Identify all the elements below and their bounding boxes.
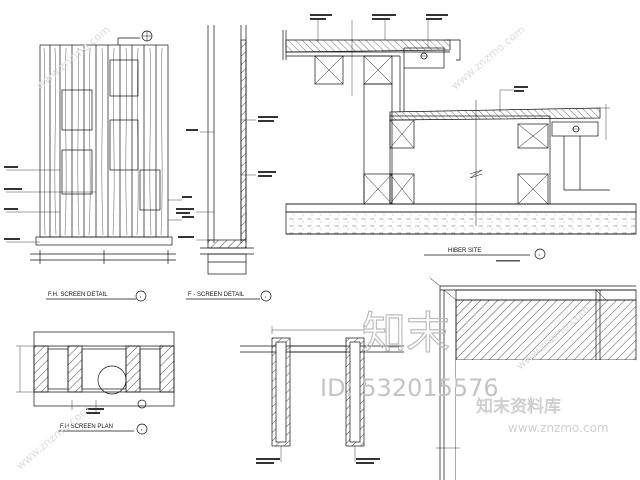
title-elevation: F.H. SCREEN DETAIL 1 bbox=[46, 290, 147, 302]
leader-labels-plan bbox=[86, 408, 104, 414]
title-section-no: 1 bbox=[265, 295, 267, 299]
title-plan-no: 1 bbox=[141, 428, 143, 432]
watermark-brand-cn: 知末 bbox=[362, 308, 450, 359]
title-elevation-no: 1 bbox=[140, 295, 142, 299]
view-partition-plan bbox=[240, 326, 404, 462]
watermark-url: www.znzmo.com bbox=[508, 421, 609, 435]
view-counter-section bbox=[282, 20, 637, 235]
title-counter: HIBER SITE 1 bbox=[424, 248, 546, 262]
title-counter-label: HIBER SITE bbox=[448, 248, 481, 254]
view-screen-plan bbox=[16, 331, 175, 412]
leader-labels-section bbox=[176, 116, 278, 238]
watermark-diag-3: www.znzmo.com bbox=[14, 403, 93, 472]
view-screen-elevation bbox=[6, 30, 182, 264]
title-plan-label: F.H SCREEN PLAN bbox=[60, 424, 113, 430]
watermark-site-cn: 知末资料库 bbox=[475, 396, 561, 417]
watermark-diag-1: www.znzmo.com bbox=[34, 23, 113, 92]
view-floor-corner bbox=[429, 277, 637, 480]
leader-labels-elevation bbox=[4, 166, 194, 240]
title-elevation-label: F.H. SCREEN DETAIL bbox=[48, 292, 108, 298]
watermark-diag-2: www.znzmo.com bbox=[449, 23, 528, 92]
watermark-id: ID: 532015576 bbox=[320, 374, 499, 402]
title-section: F - SCREEN DETAIL 1 bbox=[186, 290, 272, 302]
title-counter-no: 1 bbox=[539, 253, 541, 257]
leader-labels-counter bbox=[310, 14, 528, 92]
view-screen-section bbox=[196, 25, 256, 275]
title-plan: F.H SCREEN PLAN 1 bbox=[58, 423, 148, 435]
leader-labels-partition bbox=[256, 458, 380, 464]
title-section-label: F - SCREEN DETAIL bbox=[188, 292, 245, 298]
